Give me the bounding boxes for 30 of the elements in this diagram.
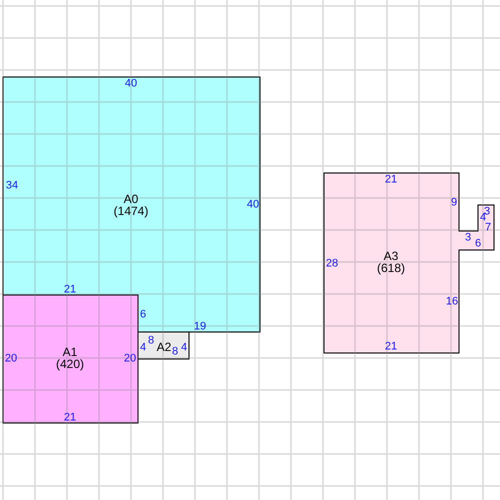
room-name: A2 <box>156 341 172 353</box>
dimension-label: 7 <box>484 222 492 234</box>
dimension-label: 19 <box>194 322 206 332</box>
dimension-label: 20 <box>4 354 18 364</box>
dimension-label: 21 <box>64 412 76 424</box>
room-area: (420) <box>56 358 84 370</box>
dimension-label: 4 <box>180 342 188 354</box>
dimension-label: 9 <box>450 198 458 208</box>
room-name: A1 <box>62 346 78 358</box>
room-name: A3 <box>384 250 398 262</box>
dimension-label: 20 <box>124 354 136 364</box>
dimension-label: 21 <box>64 284 76 296</box>
dimension-label: 3 <box>484 206 490 218</box>
dimension-label: 4 <box>480 212 486 224</box>
dimension-label: 28 <box>326 258 338 270</box>
room-area: (618) <box>377 262 405 274</box>
dimension-label: 6 <box>474 238 482 250</box>
dimension-label: 16 <box>446 296 458 308</box>
dimension-label: 40 <box>124 78 138 90</box>
room-name: A0 <box>124 193 138 205</box>
dimension-label: 21 <box>384 342 398 352</box>
dimension-label: 40 <box>246 200 260 210</box>
dimension-label: 34 <box>6 180 18 192</box>
room-area: (1474) <box>114 205 148 217</box>
dimension-label: 6 <box>140 310 146 320</box>
dimension-label: 3 <box>464 232 472 244</box>
dimension-label: 8 <box>172 346 178 358</box>
dimension-label: 21 <box>384 174 398 186</box>
dimension-label: 8 <box>148 336 154 346</box>
dimension-label: 4 <box>140 342 146 354</box>
